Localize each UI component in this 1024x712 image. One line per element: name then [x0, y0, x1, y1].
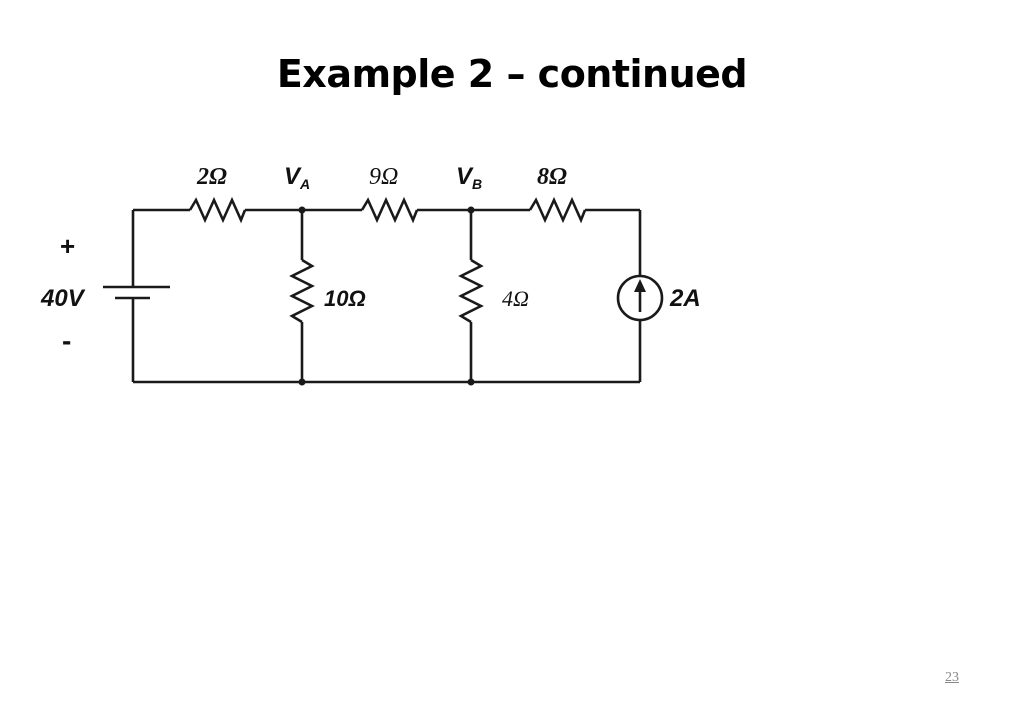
- label-source-voltage: 40V: [40, 285, 86, 312]
- label-source-plus: +: [60, 231, 75, 261]
- label-r-10-ohm: 10Ω: [324, 286, 366, 311]
- label-source-minus: -: [62, 325, 71, 356]
- node-a-letter: V: [284, 163, 302, 190]
- label-r-2-ohm: 2Ω: [196, 164, 227, 190]
- label-current-source: 2A: [669, 285, 701, 312]
- label-r-8-ohm: 8Ω: [537, 164, 567, 190]
- node-dot-a-top: [298, 206, 306, 214]
- resistor-8-ohm: [528, 196, 587, 224]
- resistor-4-ohm: [458, 258, 484, 324]
- node-a-subscript: A: [299, 176, 310, 192]
- label-node-b: VB: [456, 163, 482, 192]
- page-number: 23: [945, 670, 959, 685]
- label-node-a: VA: [284, 163, 310, 192]
- current-source-arrow-head: [634, 279, 646, 292]
- resistor-2-ohm: [188, 196, 247, 224]
- node-dot-b-bottom: [467, 378, 475, 386]
- resistor-10-ohm: [289, 258, 315, 324]
- slide-title: Example 2 – continued: [276, 52, 748, 96]
- node-dot-b-top: [467, 206, 475, 214]
- node-dot-a-bottom: [298, 378, 306, 386]
- label-r-4-ohm: 4Ω: [502, 286, 529, 311]
- label-r-9-ohm: 9Ω: [369, 164, 398, 190]
- node-b-subscript: B: [472, 176, 482, 192]
- resistor-9-ohm: [360, 196, 419, 224]
- node-b-letter: V: [456, 163, 474, 190]
